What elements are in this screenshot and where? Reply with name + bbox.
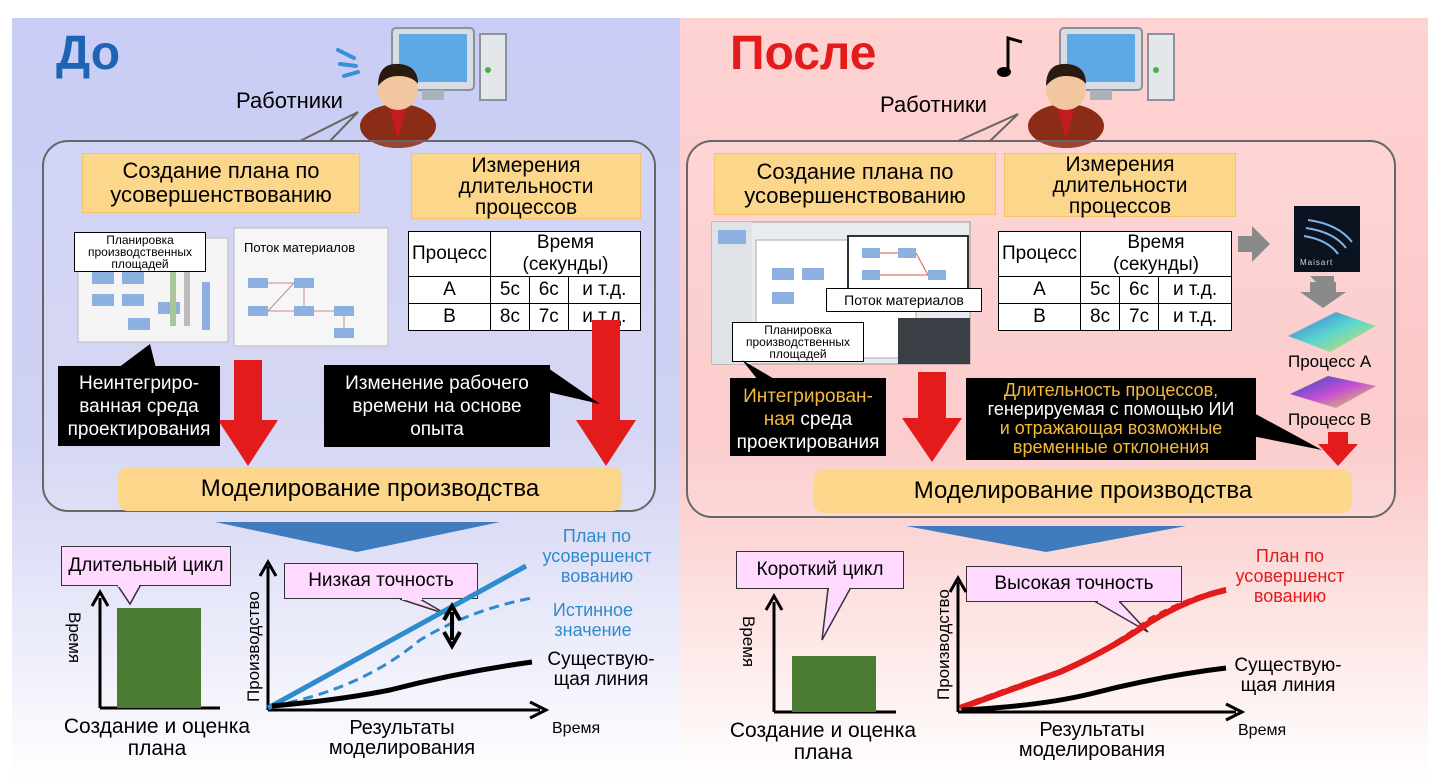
worker-computer-icon [336,27,507,148]
after-callout-env: Интегрирован- ная среда проектирования [730,378,886,456]
after-cycle-callout: Короткий цикл [736,551,904,589]
after-layout-label: Планировка производственных площадей [732,322,864,362]
after-title: После [730,27,877,80]
before-layout-label: Планировка производственных площадей [74,232,206,272]
before-line-chart [258,558,550,720]
before-plan-label: План по усовершенст вованию [542,526,652,586]
process-b-heatmap [1290,376,1376,408]
before-workers-label: Работники [236,88,343,113]
after-workers-label: Работники [880,92,987,117]
before-callout-env: Неинтегриро-ванная среда проектирования [58,366,220,446]
after-callout-pointers [742,360,1322,450]
before-accuracy-callout: Низкая точность [284,563,478,599]
before-plan-series [266,563,528,711]
table-cell: 7с [528,303,569,331]
table-cell: 5с [1080,276,1121,304]
process-b-label: Процесс B [1288,410,1372,429]
before-y-time-label: Время [65,612,84,664]
callout-ai-line3: и отражающая возможные [999,418,1223,438]
before-frame-pointer [299,111,359,142]
table-header-process: Процесс [407,231,492,277]
before-red-arrow-left [218,360,278,466]
table-cell: 7с [1119,303,1160,331]
before-simulation-label: Моделирование производства [118,467,622,511]
callout-env-line2b: среда [795,409,853,430]
after-y-production-label: Производство [934,589,953,700]
table-header-process: Процесс [997,231,1082,277]
after-results-label: Результаты моделирования [1018,719,1166,761]
after-existing-label: Существую-щая линия [1234,655,1342,696]
process-a-label: Процесс A [1288,352,1372,371]
table-cell: A [407,276,492,304]
table-cell: и т.д. [1158,303,1232,331]
before-cycle-callout: Длительный цикл [61,546,231,586]
worker-computer-icon [997,27,1175,148]
before-x-time-label: Время [552,720,601,737]
after-down-triangle [906,526,1186,552]
before-results-label: Результаты моделирования [328,717,476,759]
callout-ai-line1: Длительность процессов, [1003,380,1219,400]
table-cell: A [997,276,1082,304]
before-existing-series [271,659,533,709]
before-bar-caption: Создание и оценка плана [63,715,251,760]
before-gap-arrow [442,601,462,651]
after-create-plan-label: Создание плана по усовершенствованию [714,153,996,215]
table-cell: 8с [490,303,530,331]
after-x-time-label: Время [1238,722,1287,739]
after-line-chart [948,574,1246,722]
after-y-time-label: Время [739,616,758,668]
table-cell: 5с [490,276,530,304]
after-callout-ai: Длительность процессов, генерируемая с п… [966,378,1256,460]
table-cell: и т.д. [1158,276,1232,304]
before-existing-label: Существую-щая линия [547,649,655,690]
before-red-arrow-right [576,320,636,466]
flow-thumbnail [233,227,389,347]
table-header-time: Время (секунды) [490,231,641,277]
table-cell: B [407,303,492,331]
after-bar-caption: Создание и оценка плана [729,719,917,764]
before-true-label: Истинное значение [552,600,634,640]
table-cell: 8с [1080,303,1121,331]
before-create-plan-label: Создание плана по усовершенствованию [82,153,360,213]
after-measure-label: Измерения длительности процессов [1004,153,1236,217]
before-title: До [56,27,121,80]
after-simulation-label: Моделирование производства [814,469,1352,513]
after-bar-chart [764,587,896,714]
callout-env-line2a: ная [763,409,796,430]
table-header-time: Время (секунды) [1080,231,1232,277]
before-callout-time: Изменение рабочего времени на основе опы… [324,365,550,447]
after-existing-series [961,665,1227,713]
before-bar-chart [90,584,220,710]
after-frame-pointer [957,113,1019,142]
callout-ai-line4: временные отклонения [1012,437,1210,457]
maisart-label: Maisart [1300,258,1334,267]
table-cell: B [997,303,1082,331]
before-true-series [271,596,533,708]
callout-ai-line2: генерируемая с помощью ИИ [987,399,1235,419]
after-red-arrow-right [1318,432,1358,466]
after-true-series [959,587,1227,707]
table-cell: и т.д. [567,276,642,304]
after-flow-label: Поток материалов [826,288,982,312]
before-measure-label: Измерения длительности процессов [411,153,641,219]
callout-env-line3: проектирования [736,432,880,453]
before-callout-pointers [118,344,600,404]
before-y-production-label: Производство [244,591,263,702]
after-plan-series [958,587,1227,711]
after-accuracy-callout: Высокая точность [966,566,1182,602]
after-red-arrow-left [902,372,962,462]
after-gray-arrows [1238,226,1346,308]
table-cell: 6с [1119,276,1160,304]
before-down-triangle [215,522,500,552]
table-cell: 6с [528,276,569,304]
after-plan-label: План по усовершенст вованию [1235,546,1345,606]
maisart-logo-icon [1294,206,1360,272]
process-a-heatmap [1288,312,1376,352]
callout-env-line1: Интегрирован- [743,386,873,407]
before-flow-label: Поток материалов [244,240,356,255]
